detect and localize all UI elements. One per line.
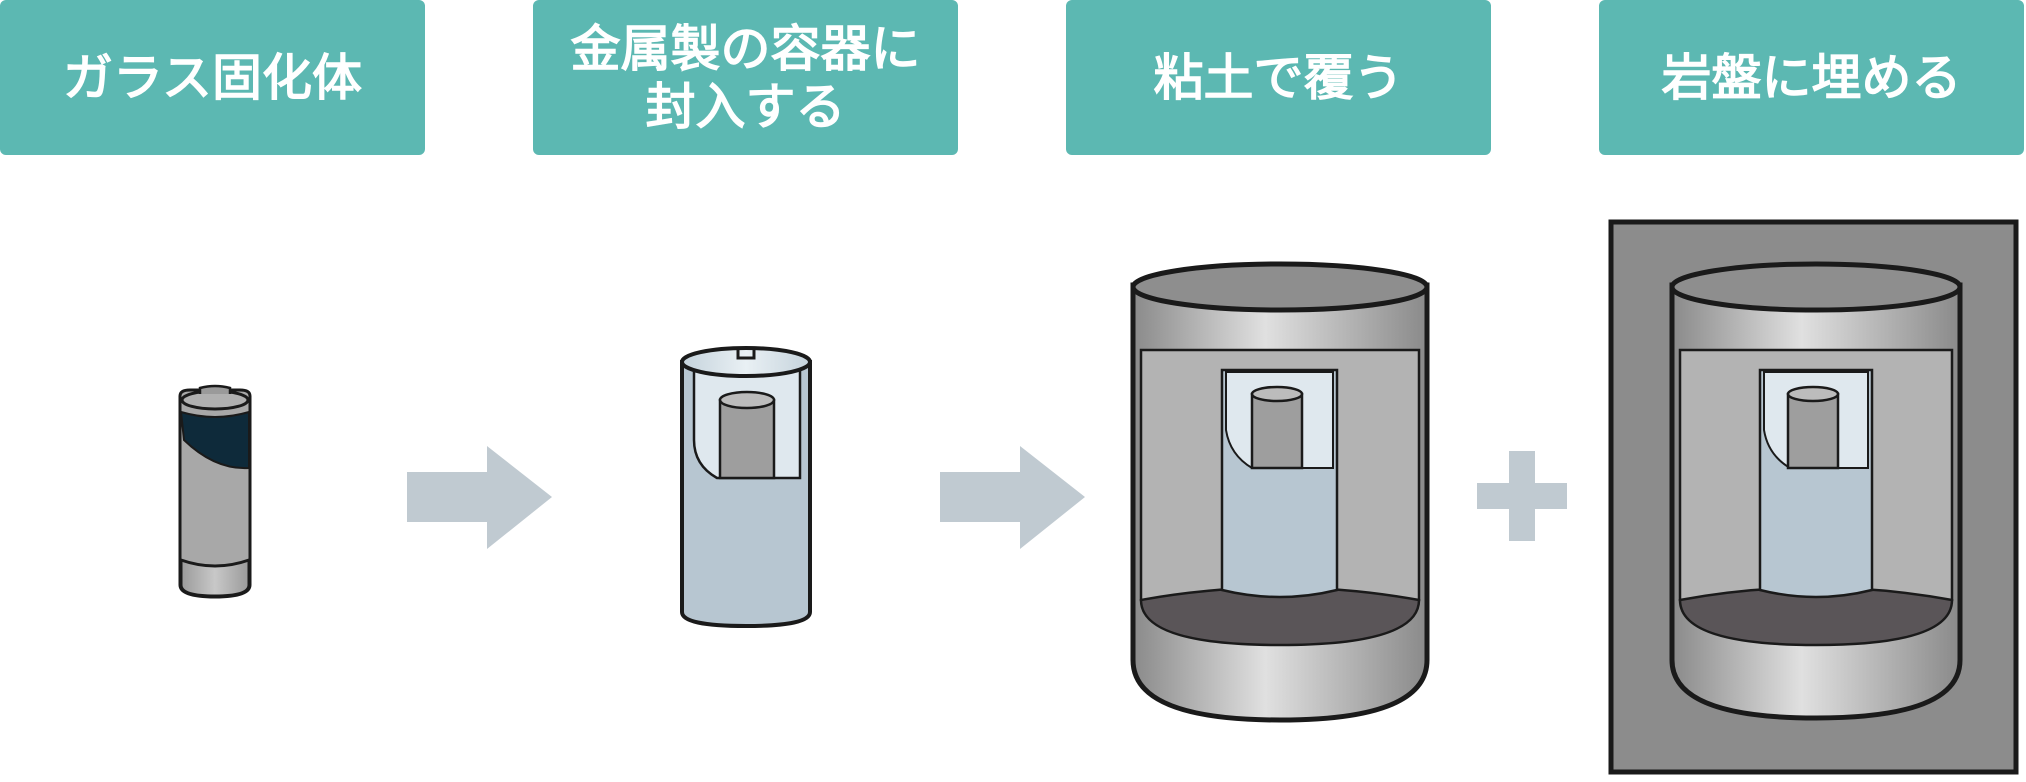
metal-canister-icon [680,346,812,629]
step-3-label: 粘土で覆う [1066,0,1491,155]
step-3-text: 粘土で覆う [1153,48,1404,107]
clay-buffer-icon [1130,261,1430,723]
step-4-label: 岩盤に埋める [1599,0,2024,155]
step-2-label: 金属製の容器に 封入する [533,0,958,155]
step-1-label: ガラス固化体 [0,0,425,155]
plus-icon [1477,451,1567,541]
step-2-text: 金属製の容器に 封入する [570,19,921,136]
step-4-text: 岩盤に埋める [1661,48,1962,107]
arrow-right-icon [407,446,552,549]
glass-vitrified-body-icon [178,384,252,599]
rock-disposal-icon [1608,219,2019,775]
arrow-right-icon [940,446,1085,549]
step-1-text: ガラス固化体 [63,48,362,107]
